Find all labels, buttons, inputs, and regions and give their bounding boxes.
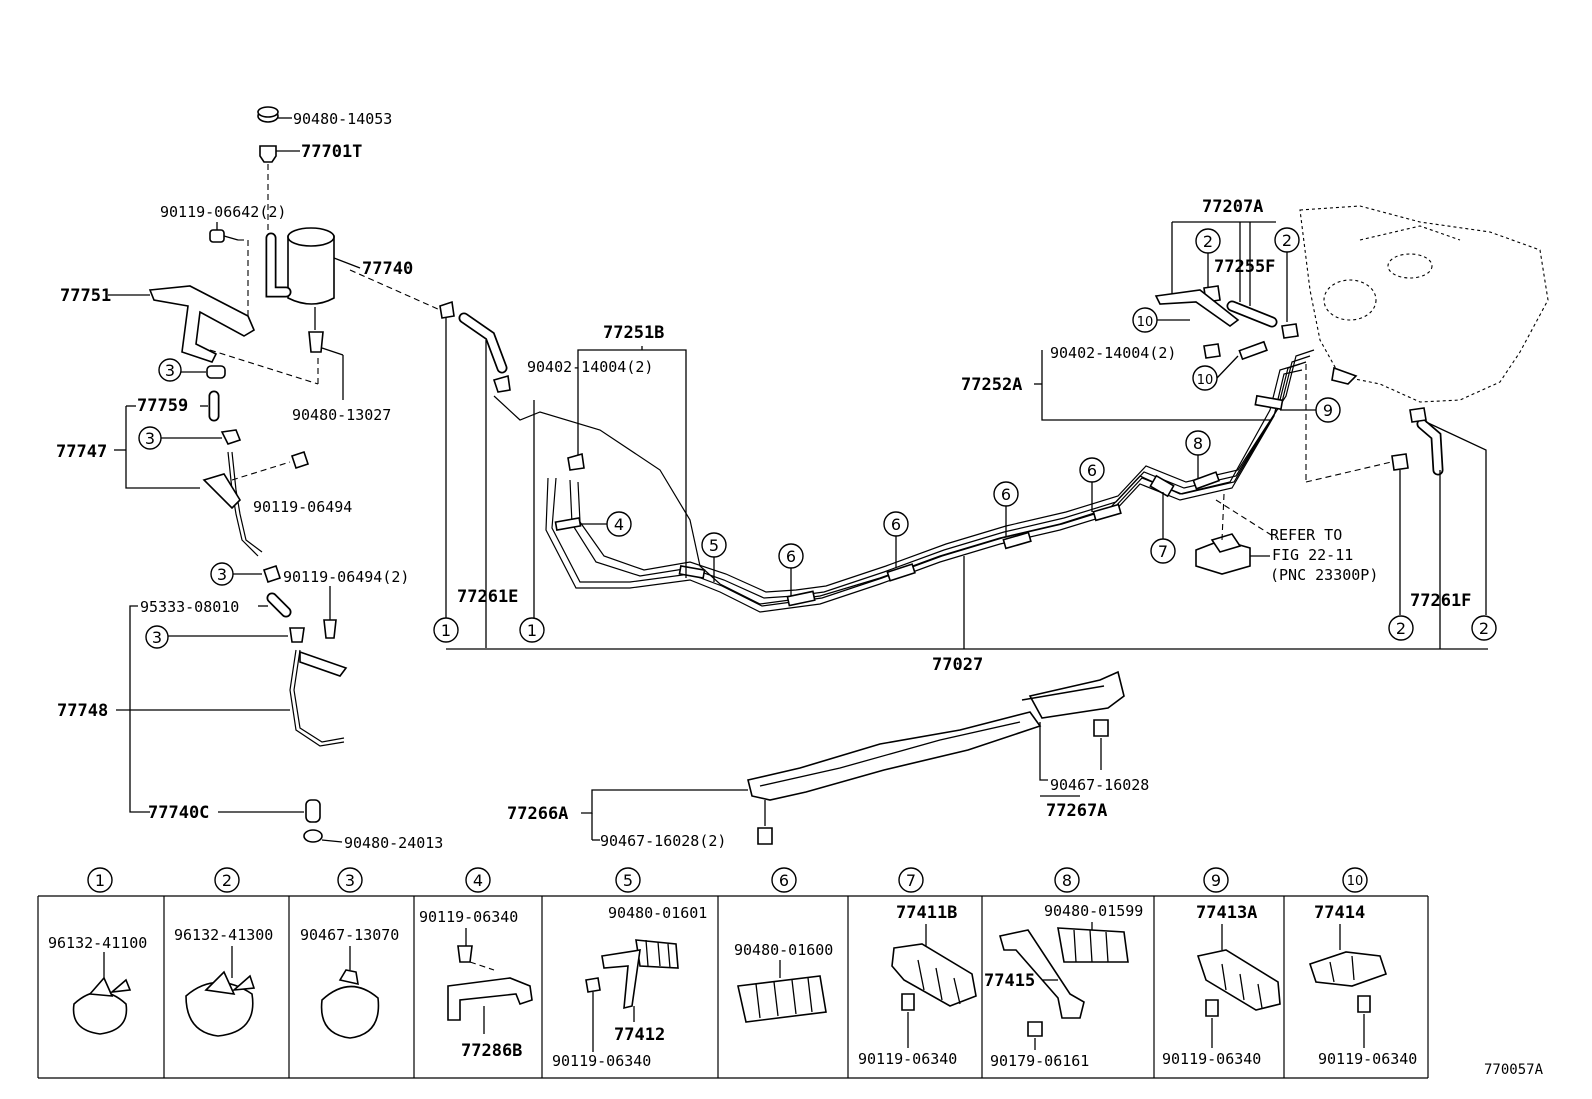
- legend-5-part: 77412: [614, 1025, 665, 1045]
- label-77751: 77751: [60, 286, 111, 306]
- label-90480-13027: 90480-13027: [292, 406, 391, 424]
- label-77747: 77747: [56, 442, 107, 462]
- svg-text:7: 7: [906, 871, 916, 890]
- svg-text:1: 1: [95, 871, 105, 890]
- refer-text-2: FIG 22-11: [1272, 546, 1353, 564]
- svg-text:7: 7: [1158, 542, 1168, 561]
- label-90402-14004-right: 90402-14004(2): [1050, 344, 1176, 362]
- svg-text:1: 1: [441, 621, 451, 640]
- label-77207A: 77207A: [1202, 197, 1263, 217]
- legend-row: 1 2 3 4 5 6 7 8 9 10 96132-41100 96132-4…: [37, 867, 1429, 1079]
- legend-8-nut: 90179-06161: [990, 1052, 1089, 1070]
- label-77261E: 77261E: [457, 587, 518, 607]
- svg-text:6: 6: [1001, 485, 1011, 504]
- svg-text:4: 4: [614, 515, 624, 534]
- label-77255F: 77255F: [1214, 257, 1275, 277]
- label-77267A: 77267A: [1046, 801, 1107, 821]
- label-77748: 77748: [57, 701, 108, 721]
- svg-text:9: 9: [1323, 401, 1333, 420]
- legend-10-part: 77414: [1314, 903, 1365, 923]
- label-77759: 77759: [137, 396, 188, 416]
- label-90119-06494: 90119-06494: [253, 498, 352, 516]
- legend-2-part: 96132-41300: [174, 926, 273, 944]
- svg-text:1: 1: [527, 621, 537, 640]
- label-77261F: 77261F: [1410, 591, 1471, 611]
- svg-text:3: 3: [345, 871, 355, 890]
- refer-text-1: REFER TO: [1270, 526, 1342, 544]
- tank-side-group: 77207A 2 2 77255F 10 90402-14004(2) 10 7…: [961, 197, 1549, 649]
- label-77027: 77027: [932, 655, 983, 675]
- svg-text:5: 5: [623, 871, 633, 890]
- legend-3-part: 90467-13070: [300, 926, 399, 944]
- svg-text:6: 6: [786, 547, 796, 566]
- label-90402-14004-left: 90402-14004(2): [527, 358, 653, 376]
- legend-9-part: 77413A: [1196, 903, 1257, 923]
- label-77740: 77740: [362, 259, 413, 279]
- label-77252A: 77252A: [961, 375, 1022, 395]
- label-90467-16028: 90467-16028: [1050, 776, 1149, 794]
- legend-9-bolt: 90119-06340: [1162, 1050, 1261, 1068]
- legend-6-part: 90480-01600: [734, 941, 833, 959]
- svg-text:6: 6: [891, 515, 901, 534]
- label-90119-06642: 90119-06642(2): [160, 203, 286, 221]
- legend-7-part: 77411B: [896, 903, 957, 923]
- label-95333-08010: 95333-08010: [140, 598, 239, 616]
- legend-10-bolt: 90119-06340: [1318, 1050, 1417, 1068]
- svg-text:2: 2: [1282, 231, 1292, 250]
- svg-text:10: 10: [1137, 315, 1154, 330]
- label-90119-06494-2: 90119-06494(2): [283, 568, 409, 586]
- label-90480-14053: 90480-14053: [293, 110, 392, 128]
- protector-group: 90467-16028 77267A 77266A 90467-16028(2): [507, 670, 1149, 850]
- svg-text:8: 8: [1062, 871, 1072, 890]
- svg-text:10: 10: [1197, 373, 1214, 388]
- svg-text:6: 6: [1087, 461, 1097, 480]
- svg-text:3: 3: [145, 429, 155, 448]
- svg-text:2: 2: [1479, 619, 1489, 638]
- canister-group: 90480-14053 77701T 77740 90480-13027 901…: [56, 106, 443, 852]
- svg-text:2: 2: [222, 871, 232, 890]
- svg-text:3: 3: [152, 628, 162, 647]
- svg-text:2: 2: [1396, 619, 1406, 638]
- svg-text:6: 6: [779, 871, 789, 890]
- legend-7-bolt: 90119-06340: [858, 1050, 957, 1068]
- svg-text:3: 3: [165, 361, 175, 380]
- label-77251B: 77251B: [603, 323, 664, 343]
- svg-text:4: 4: [473, 871, 483, 890]
- label-77740C: 77740C: [148, 803, 209, 823]
- svg-text:2: 2: [1203, 232, 1213, 251]
- legend-8-clamp: 90480-01599: [1044, 902, 1143, 920]
- legend-5-bolt: 90119-06340: [552, 1052, 651, 1070]
- svg-text:5: 5: [709, 536, 719, 555]
- legend-4-part: 77286B: [461, 1041, 522, 1061]
- svg-text:10: 10: [1347, 874, 1364, 889]
- svg-text:3: 3: [217, 565, 227, 584]
- label-90467-16028-2: 90467-16028(2): [600, 832, 726, 850]
- refer-text-3: (PNC 23300P): [1270, 566, 1378, 584]
- fuel-tube-assembly: 1 1 77261E 77251B 90402-14004(2) 4 5: [349, 269, 1488, 675]
- figure-code: 770057A: [1484, 1062, 1544, 1078]
- legend-5-clamp: 90480-01601: [608, 904, 707, 922]
- legend-8-part: 77415: [984, 971, 1035, 991]
- legend-4-bolt: 90119-06340: [419, 908, 518, 926]
- label-90480-24013: 90480-24013: [344, 834, 443, 852]
- label-77266A: 77266A: [507, 804, 568, 824]
- svg-text:8: 8: [1193, 434, 1203, 453]
- legend-1-part: 96132-41100: [48, 934, 147, 952]
- label-77701T: 77701T: [301, 142, 362, 162]
- svg-text:9: 9: [1211, 871, 1221, 890]
